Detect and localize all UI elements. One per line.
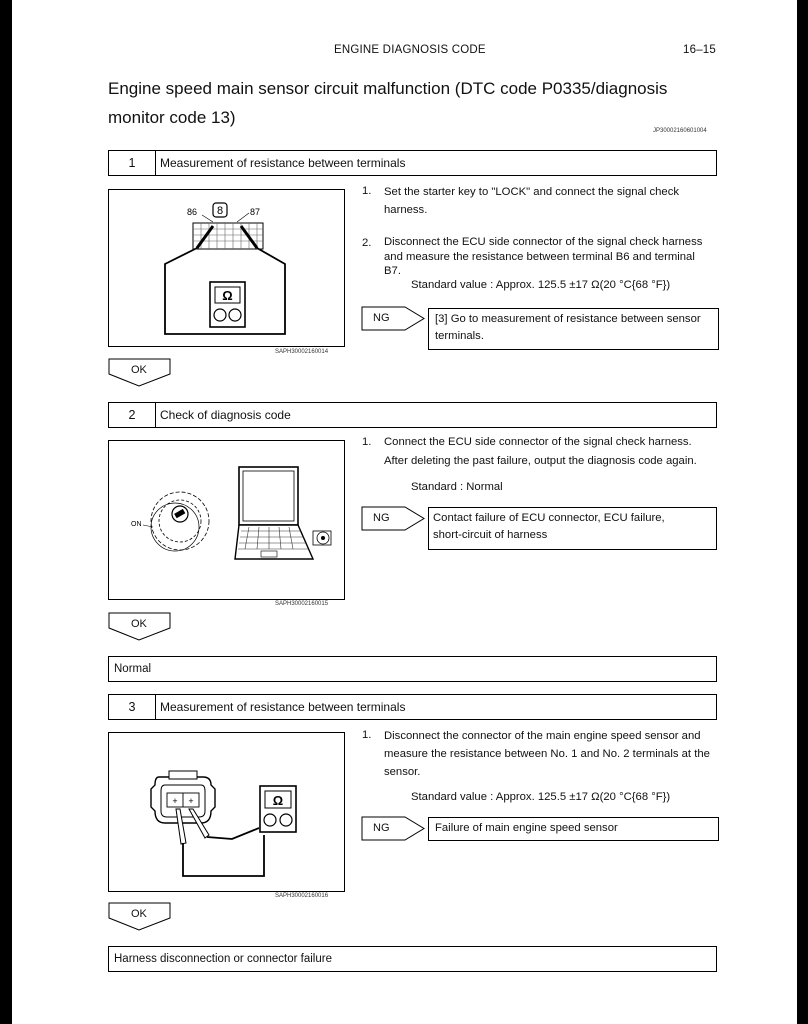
ok-arrow-tag — [108, 612, 171, 641]
step-number: 3 — [109, 695, 156, 719]
connector-label: 8 — [217, 205, 223, 217]
step-number: 2 — [109, 403, 156, 427]
instruction-number: 1. — [362, 185, 372, 197]
ok-arrow-tag — [108, 358, 171, 387]
ok-label: OK — [131, 618, 147, 630]
step-3-standard-value: Standard value : Approx. 125.5 ±17 Ω(20 … — [411, 791, 671, 803]
figure-id: SAPH30002160015 — [275, 601, 329, 607]
key-and-laptop-diagram: ON — [131, 466, 332, 560]
step-2-instruction-1b: After deleting the past failure, output … — [384, 455, 697, 467]
step-1-instruction-2: Disconnect the ECU side connector of the… — [384, 236, 703, 277]
step-title: Check of diagnosis code — [160, 408, 291, 422]
svg-text:+: + — [172, 796, 177, 806]
ng-arrow-tag — [361, 306, 425, 331]
step-3-ng-result: Failure of main engine speed sensor — [428, 817, 719, 841]
ok-label: OK — [131, 908, 147, 920]
step-2-instruction-1a: Connect the ECU side connector of the si… — [384, 436, 692, 448]
step-title: Measurement of resistance between termin… — [160, 700, 406, 714]
ng-arrow-tag — [361, 816, 425, 841]
ignition-on-label: ON — [131, 521, 142, 528]
manual-page: ENGINE DIAGNOSIS CODE 16–15 Engine speed… — [12, 0, 797, 1024]
step-2-ng-result: Contact failure of ECU connector, ECU fa… — [428, 507, 717, 550]
ng-arrow-tag — [361, 506, 425, 531]
step-3-figure: + + Ω — [108, 732, 345, 892]
document-id: JP30002160601004 — [653, 128, 707, 134]
step-number: 1 — [109, 151, 156, 175]
ohm-symbol: Ω — [222, 288, 232, 303]
signal-harness-diagram: 8 86 87 Ω — [164, 202, 286, 335]
page-number: 16–15 — [683, 44, 716, 56]
step-1-standard-value: Standard value : Approx. 125.5 ±17 Ω(20 … — [411, 279, 671, 291]
normal-result-box: Normal — [108, 656, 717, 682]
step-3-instruction-1: Disconnect the connector of the main eng… — [384, 730, 710, 778]
ng-label: NG — [373, 512, 390, 524]
figure-id: SAPH30002160016 — [275, 893, 329, 899]
step-3-header: 3 Measurement of resistance between term… — [108, 694, 717, 720]
ok-arrow-tag — [108, 902, 171, 931]
instruction-number: 1. — [362, 729, 372, 741]
step-1-ng-result: [3] Go to measurement of resistance betw… — [428, 308, 719, 350]
final-result-box: Harness disconnection or connector failu… — [108, 946, 717, 972]
ohm-symbol: Ω — [273, 793, 283, 808]
page-title: Engine speed main sensor circuit malfunc… — [108, 79, 668, 127]
step-2-figure: ON — [108, 440, 345, 600]
instruction-number: 2. — [362, 237, 372, 249]
section-header: ENGINE DIAGNOSIS CODE — [334, 44, 486, 56]
ok-label: OK — [131, 364, 147, 376]
svg-text:+: + — [188, 796, 193, 806]
ng-label: NG — [373, 822, 390, 834]
step-1-instruction-1: Set the starter key to "LOCK" and connec… — [384, 186, 679, 216]
pin-label-87: 87 — [250, 207, 260, 217]
step-1-figure: 8 86 87 Ω — [108, 189, 345, 347]
step-2-header: 2 Check of diagnosis code — [108, 402, 717, 428]
ng-label: NG — [373, 312, 390, 324]
figure-id: SAPH30002160014 — [275, 349, 329, 355]
step-2-standard: Standard : Normal — [411, 481, 503, 493]
pin-label-86: 86 — [187, 207, 197, 217]
step-title: Measurement of resistance between termin… — [160, 156, 406, 170]
sensor-connector-diagram: + + Ω — [150, 770, 297, 877]
step-1-header: 1 Measurement of resistance between term… — [108, 150, 717, 176]
instruction-number: 1. — [362, 436, 372, 448]
